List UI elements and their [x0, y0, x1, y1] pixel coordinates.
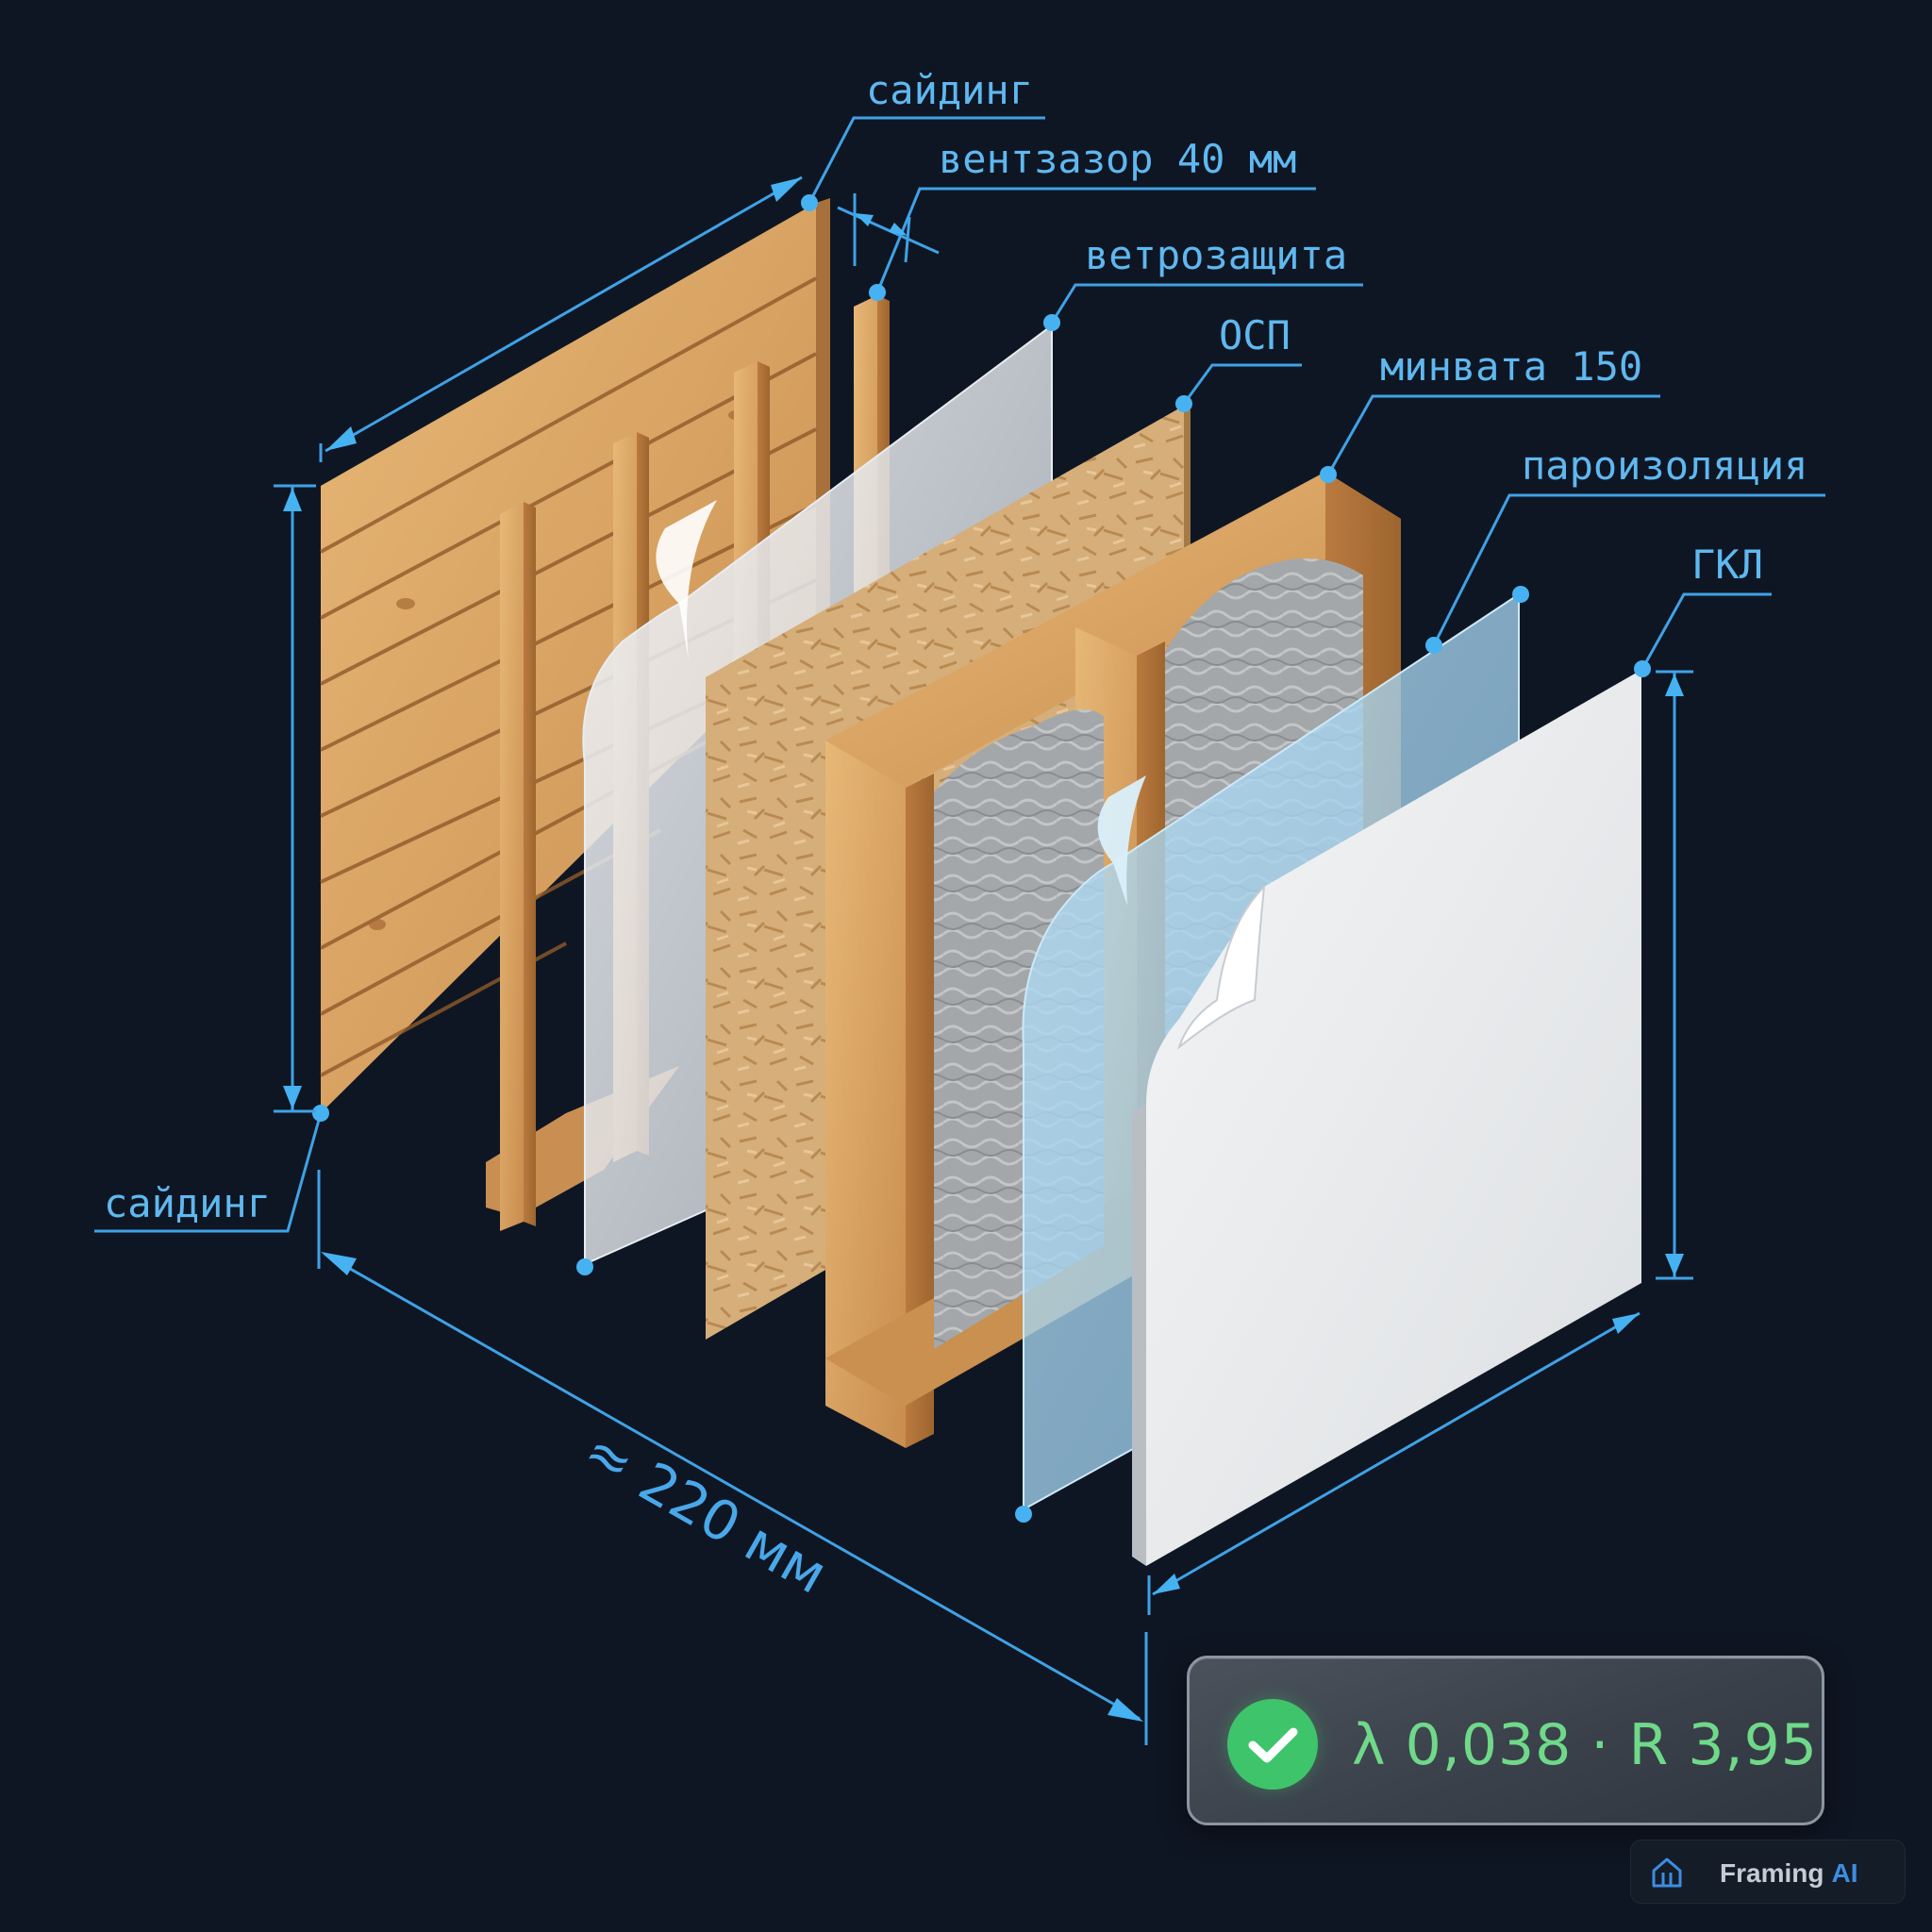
- label-siding-top: сайдинг: [866, 67, 1033, 113]
- label-mineral-wool: минвата 150: [1380, 343, 1642, 390]
- callout-siding-top: сайдинг: [801, 67, 1045, 211]
- label-vent-gap: вентзазор 40 мм: [939, 136, 1296, 182]
- vapor-barrier-corner-dot: [1015, 1506, 1032, 1523]
- callout-vent-gap: вентзазор 40 мм: [869, 136, 1316, 301]
- callout-mineral-wool: минвата 150: [1320, 343, 1660, 483]
- callout-siding-bottom: сайдинг: [94, 1105, 329, 1233]
- label-wind-barrier: ветрозащита: [1085, 232, 1347, 278]
- label-siding-bottom: сайдинг: [104, 1180, 271, 1226]
- wind-barrier-corner-dot: [576, 1258, 593, 1275]
- dimension-drywall-width: [1147, 1311, 1641, 1615]
- house-logo-icon: [1652, 1857, 1682, 1888]
- dimension-drywall-height: [1656, 670, 1693, 1280]
- callout-drywall: ГКЛ: [1634, 541, 1772, 677]
- callout-vapor-barrier: пароизоляция: [1425, 442, 1825, 654]
- total-thickness-label: ≈ 220 мм: [574, 1418, 838, 1607]
- dimension-siding-width: [319, 175, 803, 462]
- brand-name: Framing: [1720, 1858, 1824, 1888]
- drywall-board: [1132, 670, 1641, 1566]
- label-osb: ОСП: [1219, 312, 1291, 358]
- brand-suffix: AI: [1831, 1858, 1858, 1888]
- callout-wind-barrier: ветрозащита: [1043, 232, 1363, 331]
- label-vapor-barrier: пароизоляция: [1522, 442, 1807, 489]
- dimension-siding-height: [274, 484, 316, 1113]
- thermal-result-badge: λ 0,038 · R 3,95: [1187, 1656, 1824, 1825]
- dimension-vent-gap: [837, 193, 940, 266]
- check-icon: [1227, 1699, 1318, 1790]
- callout-osb: ОСП: [1175, 312, 1302, 412]
- label-drywall: ГКЛ: [1691, 541, 1763, 588]
- siding-panel: [320, 198, 830, 1113]
- thermal-result-text: λ 0,038 · R 3,95: [1352, 1712, 1818, 1778]
